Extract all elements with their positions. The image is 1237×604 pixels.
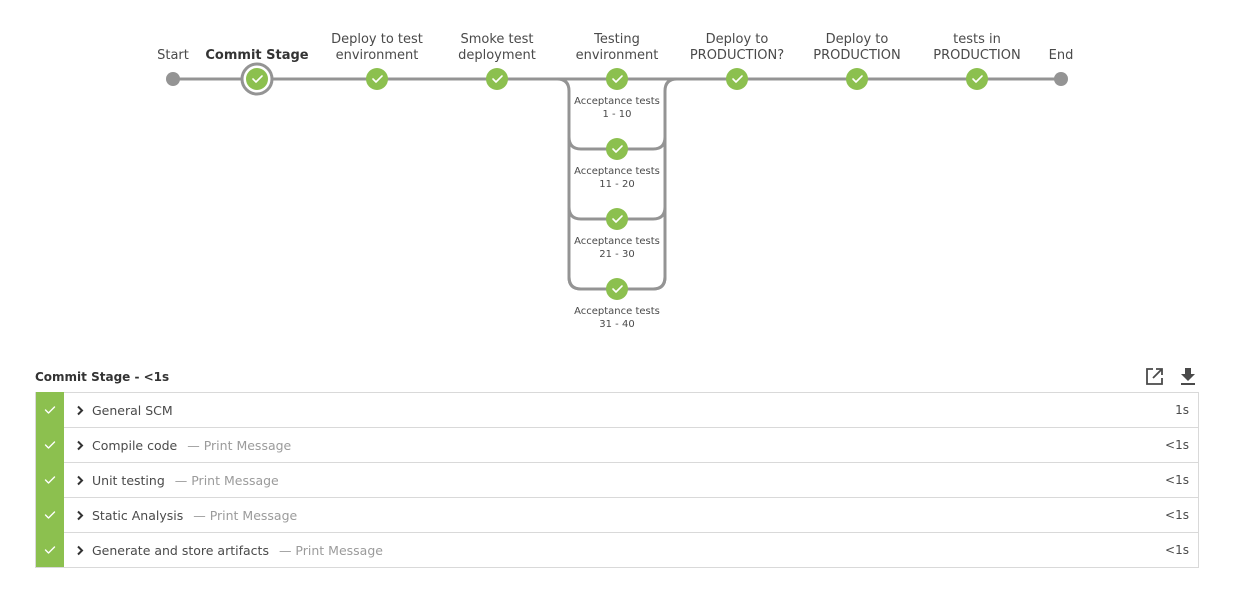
- step-duration: <1s: [1165, 543, 1189, 557]
- checkmark-icon: [44, 475, 56, 484]
- step-list-header: Commit Stage - <1s: [35, 362, 1199, 392]
- stage-node-deploy-to-production-question[interactable]: [726, 68, 748, 90]
- success-status-icon: [486, 68, 508, 90]
- checkmark-icon: [492, 75, 503, 83]
- step-status-success: [36, 392, 64, 427]
- checkmark-icon: [852, 75, 863, 83]
- stage-node-commit-stage[interactable]: [240, 62, 274, 96]
- stage-label-testing-environment: environment: [576, 48, 659, 63]
- checkmark-icon: [612, 215, 623, 223]
- parallel-label-acceptance-tests-1-10: 1 - 10: [602, 109, 631, 120]
- stage-label-deploy-to-production: Deploy to: [826, 32, 889, 47]
- chevron-right-icon[interactable]: [74, 440, 86, 451]
- stage-label-tests-in-production: tests in: [953, 32, 1001, 47]
- stage-label-tests-in-production: PRODUCTION: [933, 48, 1020, 63]
- checkmark-icon: [372, 75, 383, 83]
- step-row[interactable]: Generate and store artifacts — Print Mess…: [35, 532, 1199, 568]
- step-name: Compile code: [92, 437, 178, 453]
- step-name: Generate and store artifacts: [92, 542, 269, 558]
- step-status-success: [36, 497, 64, 532]
- checkmark-icon: [44, 545, 56, 554]
- step-status-success: [36, 462, 64, 497]
- step-row[interactable]: Compile code — Print Message <1s: [35, 427, 1199, 463]
- parallel-branch-left: [556, 77, 582, 291]
- success-status-icon: [606, 138, 628, 160]
- step-status-success: [36, 427, 64, 462]
- success-status-icon: [966, 68, 988, 90]
- stage-label-commit-stage: Commit Stage: [205, 48, 308, 63]
- checkmark-icon: [972, 75, 983, 83]
- checkmark-icon: [612, 75, 623, 83]
- stage-label-smoke-test-deployment: Smoke test: [460, 32, 533, 47]
- end-node: [1054, 72, 1068, 86]
- parallel-label-acceptance-tests-31-40: 31 - 40: [599, 319, 634, 330]
- checkmark-icon: [44, 440, 56, 449]
- step-duration: <1s: [1165, 438, 1189, 452]
- stage-label-deploy-to-production-question: PRODUCTION?: [690, 48, 784, 63]
- parallel-label-acceptance-tests-1-10: Acceptance tests: [574, 96, 660, 107]
- stage-node-deploy-to-test-environment[interactable]: [366, 68, 388, 90]
- checkmark-icon: [612, 145, 623, 153]
- parallel-label-acceptance-tests-11-20: 11 - 20: [599, 179, 634, 190]
- parallel-label-acceptance-tests-21-30: Acceptance tests: [574, 236, 660, 247]
- success-status-icon: [366, 68, 388, 90]
- success-status-icon: [246, 68, 268, 90]
- stage-label-deploy-to-production-question: Deploy to: [706, 32, 769, 47]
- step-duration: 1s: [1175, 403, 1189, 417]
- parallel-label-acceptance-tests-11-20: Acceptance tests: [574, 166, 660, 177]
- parallel-node-acceptance-tests-11-20[interactable]: [606, 138, 628, 160]
- checkmark-icon: [252, 75, 263, 83]
- parallel-node-acceptance-tests-31-40[interactable]: [606, 278, 628, 300]
- step-row[interactable]: Unit testing — Print Message <1s: [35, 462, 1199, 498]
- step-description: — Print Message: [187, 437, 292, 453]
- stage-label-testing-environment: Testing: [593, 32, 640, 47]
- checkmark-icon: [612, 285, 623, 293]
- stage-node-smoke-test-deployment[interactable]: [486, 68, 508, 90]
- header-actions: [1143, 365, 1199, 387]
- step-name: Static Analysis: [92, 507, 184, 523]
- open-in-new-window-icon[interactable]: [1143, 365, 1165, 387]
- step-duration: <1s: [1165, 473, 1189, 487]
- chevron-right-icon[interactable]: [74, 475, 86, 486]
- stage-label-deploy-to-test-environment: Deploy to test: [331, 32, 423, 47]
- success-status-icon: [846, 68, 868, 90]
- stage-node-deploy-to-production[interactable]: [846, 68, 868, 90]
- parallel-node-acceptance-tests-21-30[interactable]: [606, 208, 628, 230]
- selected-stage-title: Commit Stage - <1s: [35, 370, 170, 384]
- chevron-right-icon[interactable]: [74, 405, 86, 416]
- step-duration: <1s: [1165, 508, 1189, 522]
- parallel-label-acceptance-tests-21-30: 21 - 30: [599, 249, 634, 260]
- step-description: — Print Message: [193, 507, 298, 523]
- step-row[interactable]: Static Analysis — Print Message <1s: [35, 497, 1199, 533]
- stage-label-smoke-test-deployment: deployment: [458, 48, 536, 63]
- step-name: Unit testing: [92, 472, 165, 488]
- stage-label-deploy-to-test-environment: environment: [336, 48, 419, 63]
- download-icon[interactable]: [1177, 365, 1199, 387]
- step-description: — Print Message: [174, 472, 279, 488]
- step-description: — Print Message: [278, 542, 383, 558]
- stage-node-testing-environment[interactable]: [606, 68, 628, 90]
- stage-label-deploy-to-production: PRODUCTION: [813, 48, 900, 63]
- step-status-success: [36, 532, 64, 567]
- success-status-icon: [606, 278, 628, 300]
- chevron-right-icon[interactable]: [74, 510, 86, 521]
- start-label: Start: [157, 48, 189, 63]
- success-status-icon: [606, 208, 628, 230]
- step-name: General SCM: [92, 402, 173, 418]
- checkmark-icon: [44, 510, 56, 519]
- checkmark-icon: [44, 405, 56, 414]
- success-status-icon: [606, 68, 628, 90]
- parallel-label-acceptance-tests-31-40: Acceptance tests: [574, 306, 660, 317]
- stage-node-tests-in-production[interactable]: [966, 68, 988, 90]
- end-label: End: [1049, 48, 1074, 63]
- checkmark-icon: [732, 75, 743, 83]
- success-status-icon: [726, 68, 748, 90]
- step-row[interactable]: General SCM 1s: [35, 392, 1199, 428]
- start-node: [166, 72, 180, 86]
- parallel-branch-right: [652, 77, 678, 291]
- chevron-right-icon[interactable]: [74, 545, 86, 556]
